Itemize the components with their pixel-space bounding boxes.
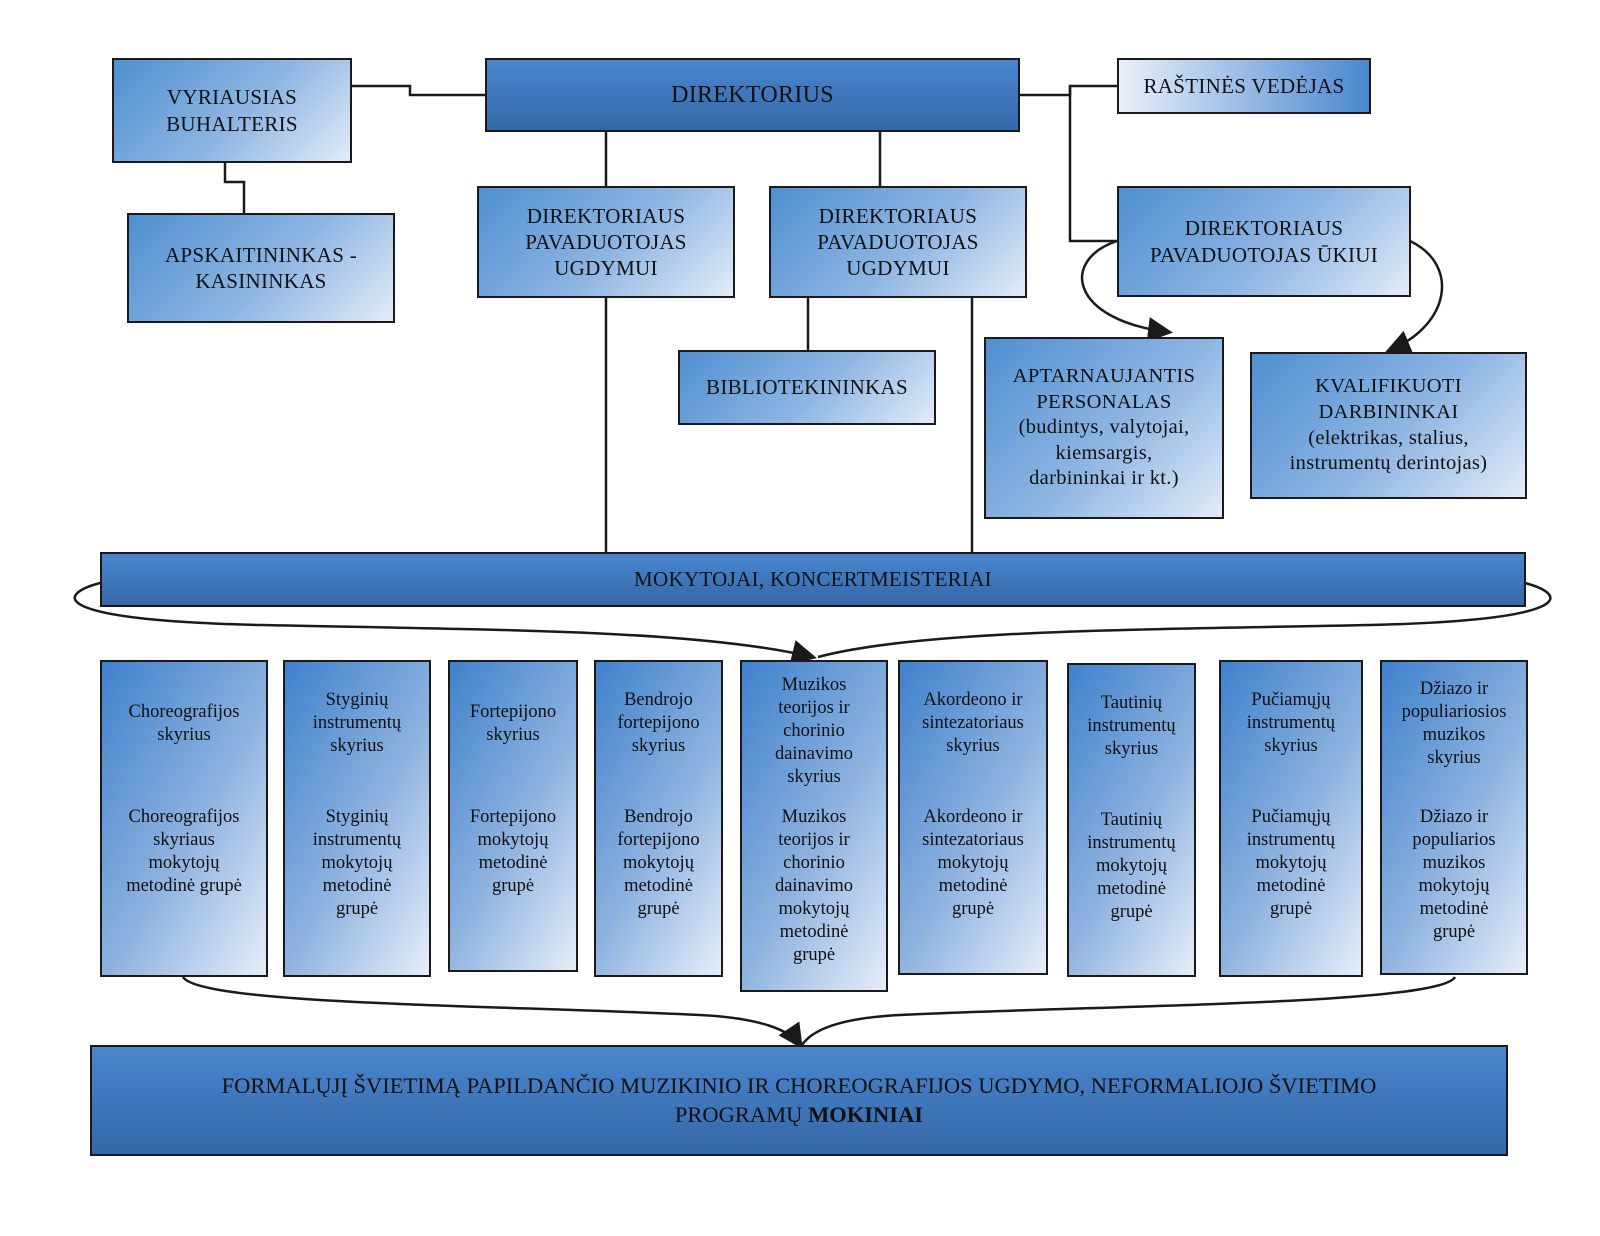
office-head-box: RAŠTINĖS VEDĖJAS — [1117, 58, 1371, 114]
librarian-box: BIBLIOTEKININKAS — [678, 350, 936, 425]
director-box: DIREKTORIUS — [485, 58, 1020, 132]
students-line-1: FORMALŲJĮ ŠVIETIMĄ PAPILDANČIO MUZIKINIO… — [221, 1073, 1377, 1099]
department-box: Džiazo ir populiariosios muzikos skyrius… — [1380, 660, 1528, 975]
service-staff-box: APTARNAUJANTIS PERSONALAS (budintys, val… — [984, 337, 1224, 519]
methodical-group: Bendrojo fortepijono mokytojų metodinė g… — [617, 807, 700, 919]
line-director-economy — [1068, 86, 1117, 243]
methodical-group: Muzikos teorijos ir chorinio dainavimo m… — [774, 807, 854, 965]
deputy-education-2-label: DIREKTORIAUS PAVADUOTOJAS UGDYMUI — [817, 203, 979, 281]
methodical-group: Tautinių instrumentų mokytojų metodinė g… — [1087, 810, 1176, 922]
methodical-group: Choreografijos skyriaus mokytojų metodin… — [126, 807, 242, 896]
chief-accountant-label: VYRIAUSIAS BUHALTERIS — [166, 85, 298, 136]
students-line-2-prefix: PROGRAMŲ — [674, 1101, 809, 1127]
department-name: Pučiamųjų instrumentų skyrius — [1246, 690, 1336, 756]
service-staff-label: APTARNAUJANTIS PERSONALAS (budintys, val… — [1012, 364, 1196, 490]
arrow-economy-staff — [1080, 239, 1173, 342]
line-director-office — [1020, 84, 1117, 97]
arrow-teachers-right — [817, 581, 1552, 659]
deputy-education-2-box: DIREKTORIAUS PAVADUOTOJAS UGDYMUI — [769, 186, 1027, 298]
department-name: Akordeono ir sintezatoriaus skyrius — [922, 690, 1024, 756]
teachers-label: MOKYTOJAI, KONCERTMEISTERIAI — [634, 567, 992, 592]
methodical-group: Džiazo ir populiarios muzikos mokytojų m… — [1412, 807, 1496, 942]
line-accountant-cashier — [223, 163, 246, 213]
librarian-label: BIBLIOTEKININKAS — [706, 375, 908, 400]
department-name: Styginių instrumentų skyrius — [312, 690, 402, 756]
deputy-economy-box: DIREKTORIAUS PAVADUOTOJAS ŪKIUI — [1117, 186, 1411, 297]
methodical-group: Pučiamųjų instrumentų mokytojų metodinė … — [1246, 807, 1336, 919]
arrow-economy-workers — [1385, 239, 1444, 354]
department-name: Džiazo ir populiariosios muzikos skyrius — [1401, 678, 1507, 768]
students-line-2-bold: MOKINIAI — [808, 1101, 924, 1127]
line-director-accountant — [350, 84, 485, 97]
arrow-depts-right — [800, 976, 1457, 1046]
methodical-group: Styginių instrumentų mokytojų metodinė g… — [312, 807, 402, 919]
students-box: FORMALŲJĮ ŠVIETIMĄ PAPILDANČIO MUZIKINIO… — [90, 1045, 1508, 1156]
arrow-teachers-left — [73, 581, 817, 665]
cashier-box: APSKAITININKAS - KASININKAS — [127, 213, 395, 323]
teachers-box: MOKYTOJAI, KONCERTMEISTERIAI — [100, 552, 1526, 607]
department-name: Choreografijos skyrius — [128, 701, 240, 745]
department-name: Fortepijono skyrius — [469, 701, 557, 745]
students-line-2: PROGRAMŲ MOKINIAI — [675, 1101, 923, 1129]
methodical-group: Fortepijono mokytojų metodinė grupė — [469, 807, 557, 896]
department-name: Bendrojo fortepijono skyrius — [617, 690, 700, 756]
department-name: Muzikos teorijos ir chorinio dainavimo s… — [774, 675, 854, 787]
qualified-workers-box: KVALIFIKUOTI DARBININKAI (elektrikas, st… — [1250, 352, 1527, 499]
department-box: Muzikos teorijos ir chorinio dainavimo s… — [740, 660, 888, 992]
deputy-economy-label: DIREKTORIAUS PAVADUOTOJAS ŪKIUI — [1149, 216, 1379, 267]
department-name: Tautinių instrumentų skyrius — [1087, 693, 1176, 759]
chief-accountant-box: VYRIAUSIAS BUHALTERIS — [112, 58, 352, 163]
cashier-label: APSKAITININKAS - KASININKAS — [164, 242, 358, 293]
director-label: DIREKTORIUS — [671, 82, 834, 108]
methodical-group: Akordeono ir sintezatoriaus mokytojų met… — [922, 807, 1024, 919]
office-head-label: RAŠTINĖS VEDĖJAS — [1143, 73, 1345, 98]
arrow-depts-left — [181, 976, 803, 1050]
deputy-education-1-box: DIREKTORIAUS PAVADUOTOJAS UGDYMUI — [477, 186, 735, 298]
qualified-workers-label: KVALIFIKUOTI DARBININKAI (elektrikas, st… — [1289, 375, 1488, 475]
deputy-education-1-label: DIREKTORIAUS PAVADUOTOJAS UGDYMUI — [525, 203, 687, 281]
